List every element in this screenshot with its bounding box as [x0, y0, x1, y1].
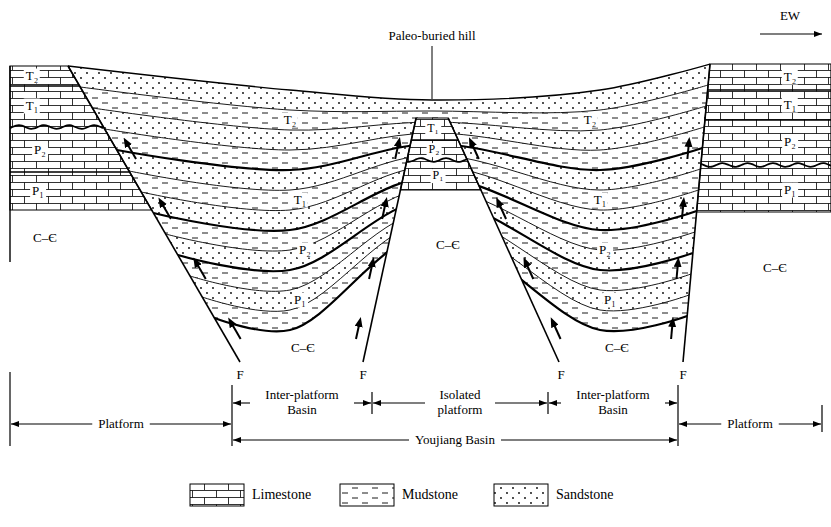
legend-swatch: [190, 484, 244, 506]
fault-arrow: [552, 321, 560, 339]
strata-label: T₂: [24, 69, 40, 84]
extent-arrow: [495, 402, 547, 403]
fault-label: F: [357, 368, 368, 383]
direction-label: EW: [778, 9, 802, 24]
strata-label: C–Є: [31, 231, 59, 246]
extent-arrow: [549, 402, 561, 403]
extent-arrow: [779, 423, 821, 424]
strata-band: [190, 210, 691, 311]
strata-label: P₂: [427, 143, 442, 157]
extent-arrow: [665, 402, 677, 403]
platform-boundary: [411, 139, 458, 140]
extent-arrow: [373, 402, 425, 403]
isolated-platform-block: [400, 118, 481, 190]
strata-label: P₁: [292, 293, 308, 308]
bracket-label: Platform: [96, 417, 146, 432]
strata-label: P₁: [30, 184, 46, 199]
legend-text: Sandstone: [556, 487, 614, 503]
strata-label: T₁: [24, 99, 40, 114]
strata-label: T₁: [292, 193, 308, 208]
bracket-label: Youjiang Basin: [413, 433, 497, 448]
bracket-label: Inter-platform Basin: [565, 388, 661, 418]
leader-line: [432, 46, 433, 99]
strata-boundary: [214, 232, 687, 331]
extent-arrow: [679, 423, 721, 424]
extent-arrow: [233, 402, 250, 403]
fault-arrow: [471, 141, 479, 159]
platform-boundary: [10, 86, 130, 172]
strata-label: P₂: [782, 135, 798, 150]
bracket-label: Inter-platform Basin: [254, 388, 350, 418]
strata-label: C–Є: [434, 238, 462, 253]
strata-boundary: [202, 221, 689, 311]
fault-arrow: [356, 321, 360, 339]
strata-label: P₁: [602, 293, 618, 308]
fault-arrow: [230, 321, 240, 339]
legend-swatch: [340, 484, 394, 506]
fault-arrows: [126, 141, 689, 339]
bracket-label: Platform: [725, 417, 775, 432]
strata-label: T₁: [425, 122, 441, 136]
unconformity-line: [407, 158, 467, 162]
legend-swatch: [494, 484, 548, 506]
strata-label: C–Є: [289, 341, 317, 356]
direction-arrow: [760, 33, 822, 34]
fault-arrow: [677, 261, 679, 279]
fault-arrow: [525, 261, 533, 279]
basin-strata: [68, 64, 710, 331]
strata-band: [178, 199, 693, 291]
fault-arrow: [369, 261, 373, 279]
strata-label: P₂: [597, 243, 613, 258]
strata-label: T₂: [282, 113, 298, 128]
strata-label: T₂: [582, 113, 598, 128]
strata-band: [202, 221, 689, 331]
strata-label: P₁: [782, 183, 798, 198]
strata-label: C–Є: [761, 261, 789, 276]
fault-arrow: [126, 141, 136, 159]
strata-boundary: [178, 199, 693, 271]
fault-arrow: [195, 261, 205, 279]
strata-boundary: [80, 85, 708, 113]
extent-arrow: [354, 402, 371, 403]
fault-arrow: [382, 201, 386, 219]
legend-text: Mudstone: [402, 487, 458, 503]
fault-arrow: [160, 201, 170, 219]
fault-arrow: [687, 141, 689, 159]
fault-label: F: [555, 368, 566, 383]
strata-label: P₂: [297, 243, 313, 258]
fault-lines: [68, 64, 710, 362]
strata-boundary: [166, 188, 695, 251]
fault-arrow: [498, 201, 506, 219]
extent-arrow: [11, 423, 92, 424]
strata-boundary: [92, 106, 706, 131]
fault-arrow: [671, 321, 673, 339]
strata-label: P₂: [32, 143, 48, 158]
strata-boundary: [190, 210, 691, 291]
unconformity-line: [701, 163, 831, 167]
fault-label: F: [234, 368, 245, 383]
platform-boundary: [705, 90, 831, 120]
extent-arrow: [501, 439, 677, 440]
strata-label: P₁: [431, 169, 446, 183]
section-edge: [9, 66, 10, 262]
fault-label: F: [677, 368, 688, 383]
strata-label: T₂: [782, 70, 798, 85]
strata-label: T₁: [592, 193, 608, 208]
fault-arrow: [682, 201, 684, 219]
extent-arrow: [233, 439, 409, 440]
fault-arrow: [395, 141, 399, 159]
extent-arrow: [150, 423, 231, 424]
unconformity-line: [10, 125, 103, 129]
strata-label: T₁: [782, 98, 798, 113]
unconformity: [10, 125, 831, 167]
bracket-label: Isolated platform: [429, 388, 491, 418]
strata-label: C–Є: [603, 341, 631, 356]
right-platform: [697, 64, 831, 212]
strata-boundary: [68, 64, 710, 100]
legend-text: Limestone: [252, 487, 311, 503]
callout-label: Paleo-buried hill: [386, 29, 477, 44]
